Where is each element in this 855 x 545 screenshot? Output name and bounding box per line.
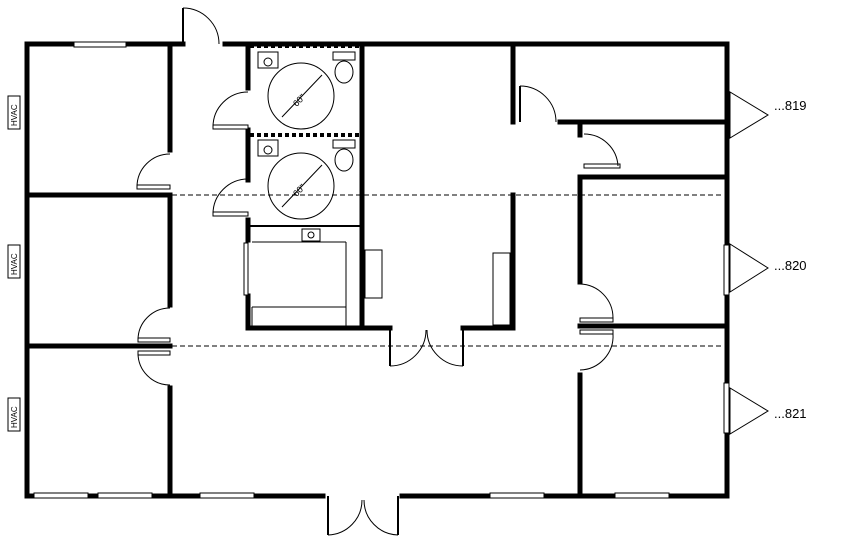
unit-marker-label: ...820 (774, 258, 807, 273)
center-room-fixtures (364, 249, 511, 326)
unit-marker-821: ...821 (729, 387, 807, 435)
hvac-label: HVAC (10, 104, 19, 126)
section-lines (172, 194, 722, 347)
door-restroom-2[interactable] (212, 178, 249, 217)
door-top-entry[interactable] (182, 7, 220, 45)
window (97, 492, 153, 499)
sink-icon (301, 228, 321, 242)
sink-icon (257, 139, 279, 157)
window (614, 492, 670, 499)
toilet-tank-icon (332, 51, 356, 61)
hvac-unit: HVAC (7, 244, 21, 279)
door-restroom-1[interactable] (212, 91, 249, 130)
doors (136, 7, 621, 536)
sink-icon (257, 51, 279, 69)
toilet-icon (334, 60, 354, 84)
unit-marker-label: ...821 (774, 406, 807, 421)
windows (33, 41, 730, 499)
door-room-middle-left[interactable] (137, 307, 171, 343)
turning-circle-label: 60" (291, 182, 307, 198)
door-center-room-double[interactable] (389, 328, 464, 367)
window (723, 382, 730, 434)
unit-markers: ...819 ...820 ...821 (729, 91, 807, 435)
turning-circle-label: 60" (291, 92, 307, 108)
window (33, 492, 89, 499)
interior-walls (24, 41, 730, 499)
window (199, 492, 255, 499)
door-main-entry[interactable] (327, 496, 399, 536)
counter (364, 249, 383, 299)
door-room-lower-left[interactable] (137, 350, 171, 386)
exterior-walls (24, 41, 730, 499)
restroom-partitions (250, 44, 360, 137)
door-kitchenette[interactable] (243, 242, 249, 296)
hvac-label: HVAC (10, 406, 19, 428)
counter (492, 252, 511, 326)
restroom-1: 60" (257, 51, 356, 130)
door-right-closet[interactable] (583, 133, 621, 169)
door-right-room-lower[interactable] (579, 329, 614, 371)
hvac-unit: HVAC (7, 95, 21, 130)
toilet-tank-icon (332, 139, 356, 149)
window (723, 244, 730, 296)
window (489, 492, 545, 499)
turning-circle (267, 62, 335, 130)
hvac-units: HVAC HVAC HVAC (7, 95, 21, 432)
hvac-label: HVAC (10, 253, 19, 275)
unit-marker-label: ...819 (774, 98, 807, 113)
door-center-room-top[interactable] (519, 85, 557, 123)
turning-circle (267, 152, 335, 220)
hvac-unit: HVAC (7, 397, 21, 432)
toilet-icon (334, 148, 354, 172)
kitchenette (251, 228, 347, 326)
door-room-upper-left[interactable] (136, 153, 171, 190)
unit-marker-819: ...819 (729, 91, 807, 139)
restroom-2: 60" (257, 139, 356, 220)
door-right-room-upper[interactable] (579, 283, 614, 323)
unit-marker-820: ...820 (729, 243, 807, 293)
window (73, 41, 127, 48)
